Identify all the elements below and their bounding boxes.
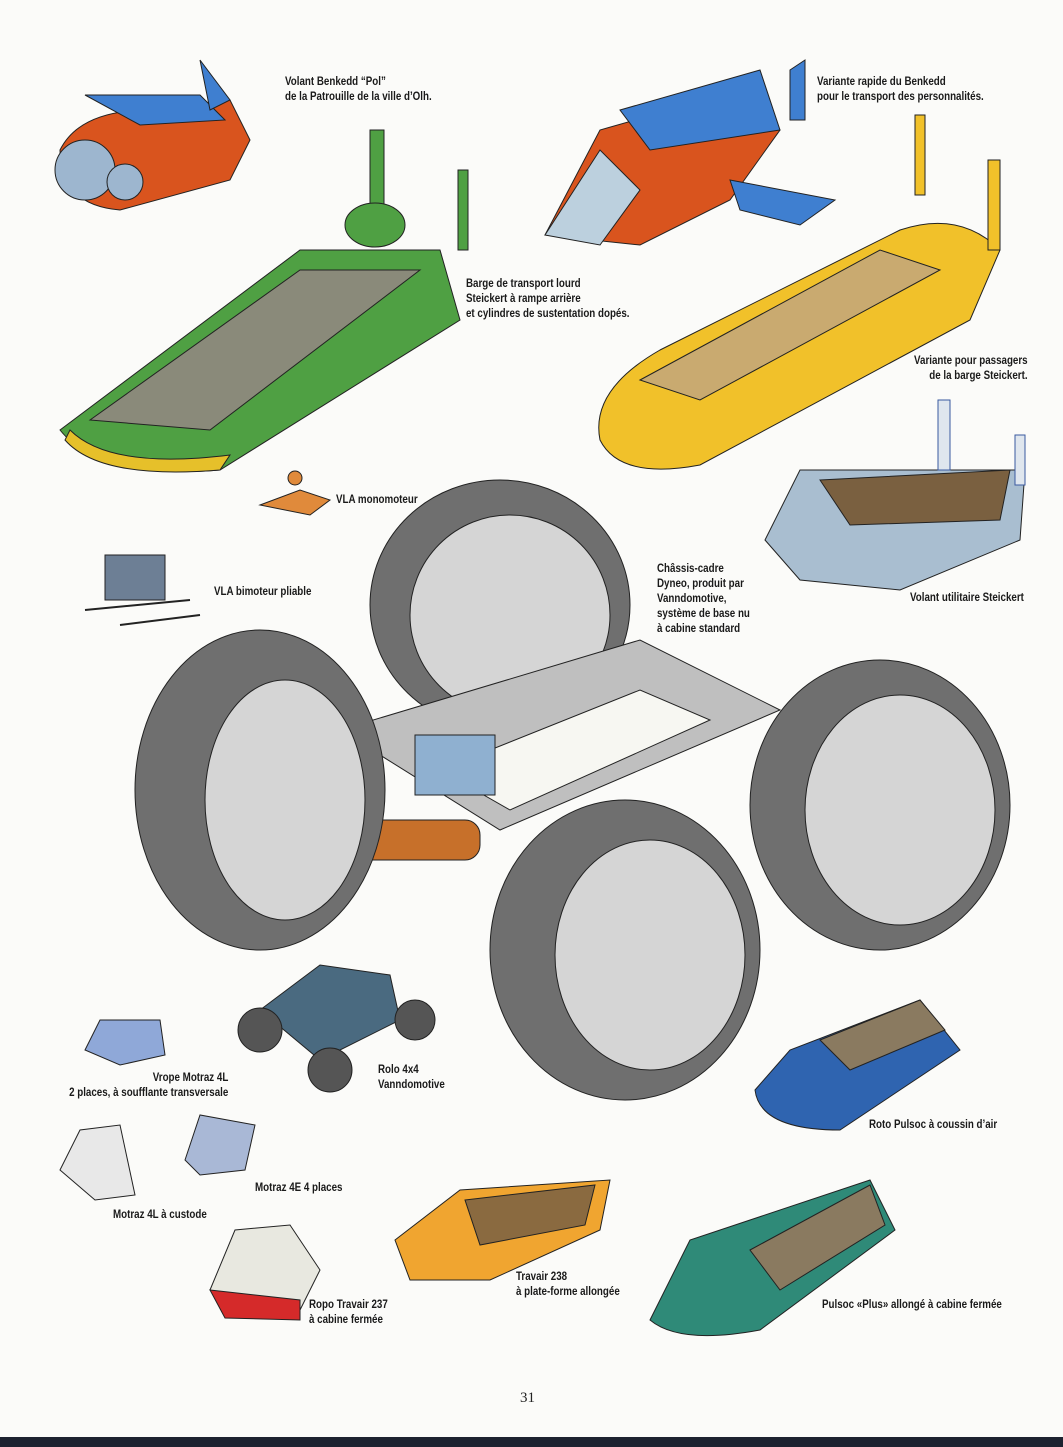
caption-volant-utilitaire: Volant utilitaire Steickert <box>910 592 1024 604</box>
motraz-illustrations <box>59 1114 256 1201</box>
travair-238-illustration <box>394 1179 611 1281</box>
barge-illustration <box>59 129 469 473</box>
pulsoc-plus-illustration <box>649 1179 896 1337</box>
barge-passagers-illustration <box>598 114 1001 470</box>
caption-benkedd-pol: Volant Benkedd “Pol”de la Patrouille de … <box>285 76 432 103</box>
caption-motraz-4e: Motraz 4E 4 places <box>255 1182 343 1194</box>
roto-pulsoc-illustration <box>754 999 961 1131</box>
page-number: 31 <box>520 1390 535 1406</box>
volant-utilitaire-illustration <box>764 399 1026 591</box>
chassis-dyneo-illustration <box>134 479 1011 1101</box>
caption-vla-bimoteur: VLA bimoteur pliable <box>214 586 312 598</box>
vla-monomoteur-illustration <box>258 470 332 516</box>
benkedd-pol-illustration <box>54 59 251 211</box>
vrope-illustration <box>84 1019 166 1066</box>
caption-roto-pulsoc: Roto Pulsoc à coussin d’air <box>869 1119 998 1131</box>
ropo-travair-237-illustration <box>209 1224 321 1321</box>
scan-edge <box>0 1437 1063 1447</box>
caption-motraz-4l: Motraz 4L à custode <box>113 1209 207 1221</box>
benkedd-rapide-illustration <box>544 59 837 246</box>
caption-vla-monomoteur: VLA monomoteur <box>336 494 418 506</box>
rolo-illustration <box>237 964 436 1093</box>
caption-pulsoc-plus: Pulsoc «Plus» allongé à cabine fermée <box>822 1299 1002 1311</box>
vla-bimoteur-illustration <box>84 554 201 626</box>
